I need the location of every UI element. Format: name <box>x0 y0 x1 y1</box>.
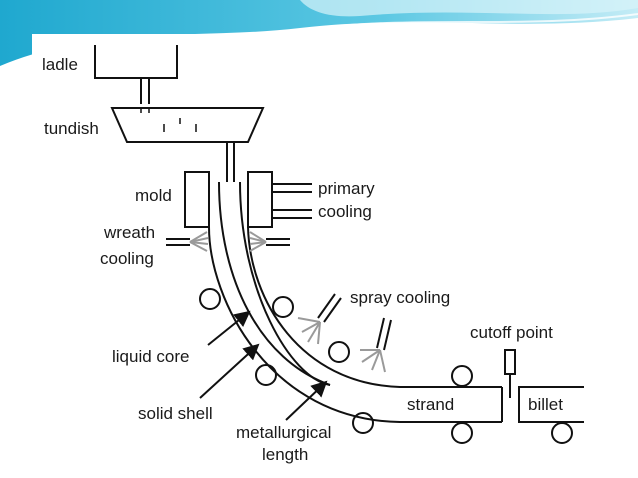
support-rollers <box>199 288 573 444</box>
label-primary-cooling-line1: primary <box>318 179 375 198</box>
label-mold: mold <box>135 186 172 205</box>
roller <box>328 341 350 363</box>
banner-wave-light <box>300 0 638 17</box>
mold <box>184 171 273 228</box>
label-wreath-cooling-line2: cooling <box>100 249 154 268</box>
roller <box>551 422 573 444</box>
label-primary-cooling-line2: cooling <box>318 202 372 221</box>
roller <box>255 364 277 386</box>
label-tundish: tundish <box>44 119 99 138</box>
liquid-core-arrow <box>207 310 251 346</box>
primary-cooling-pipes <box>272 183 312 219</box>
label-ladle: ladle <box>42 55 78 74</box>
label-cutoff-point: cutoff point <box>470 323 553 342</box>
solid-shell-arrow <box>199 343 260 399</box>
roller <box>352 412 374 434</box>
label-metallurgical-length-line1: metallurgical <box>236 423 331 442</box>
billet <box>518 386 584 423</box>
tundish <box>110 107 265 182</box>
roller <box>199 288 221 310</box>
metallurgical-length-arrow <box>285 380 328 421</box>
label-billet: billet <box>528 395 563 414</box>
label-strand: strand <box>407 395 454 414</box>
label-liquid-core: liquid core <box>112 347 190 366</box>
cutoff-torch <box>504 349 516 398</box>
label-spray-cooling: spray cooling <box>350 288 450 307</box>
roller <box>451 422 473 444</box>
ladle <box>94 45 178 104</box>
label-solid-shell: solid shell <box>138 404 213 423</box>
roller <box>272 296 294 318</box>
banner-wave-dark <box>0 0 638 66</box>
label-metallurgical-length-line2: length <box>262 445 308 464</box>
spray-cooling-nozzles <box>297 293 392 373</box>
roller <box>451 365 473 387</box>
strand <box>208 181 503 423</box>
labels: ladle tundish mold primary cooling wreat… <box>42 55 563 464</box>
label-wreath-cooling-line1: wreath <box>103 223 155 242</box>
leader-arrows <box>199 310 328 421</box>
wreath-cooling-nozzles <box>166 231 290 252</box>
